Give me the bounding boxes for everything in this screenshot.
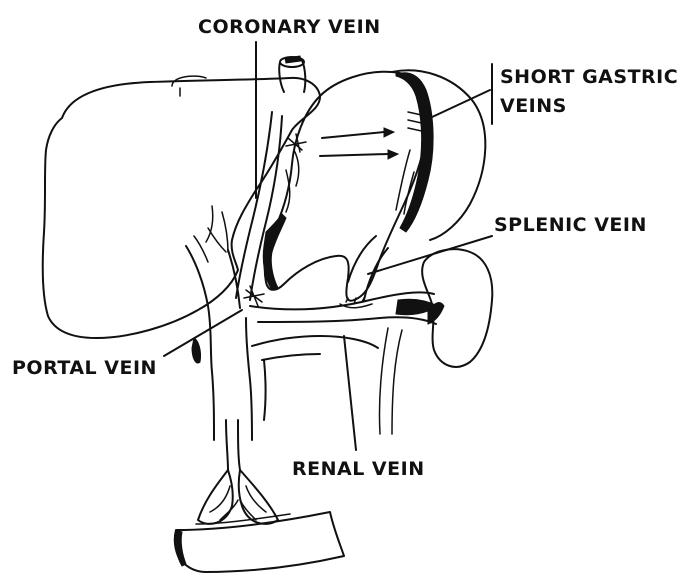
stomach [263, 72, 428, 301]
short-gastric-leader [430, 90, 490, 118]
mesenteric-arcades [175, 420, 344, 572]
renal-vein-label: RENAL VEIN [292, 458, 425, 480]
splenic-vein [250, 236, 438, 324]
renal-vein [252, 328, 402, 434]
portal-vein-leader [164, 310, 242, 356]
short-gastric-veins [392, 70, 485, 240]
coronary-vein [236, 112, 282, 306]
coronary-vein-label: CORONARY VEIN [198, 16, 381, 38]
splenic-vein-label: SPLENIC VEIN [494, 214, 647, 236]
portal-vein-label: PORTAL VEIN [12, 357, 157, 379]
liver [43, 76, 320, 338]
esophagus [279, 56, 305, 92]
renal-vein-leader [344, 336, 356, 450]
short-gastric-veins-label-line1: SHORT GASTRIC [500, 66, 678, 88]
short-gastric-veins-label-line2: VEINS [500, 95, 567, 117]
